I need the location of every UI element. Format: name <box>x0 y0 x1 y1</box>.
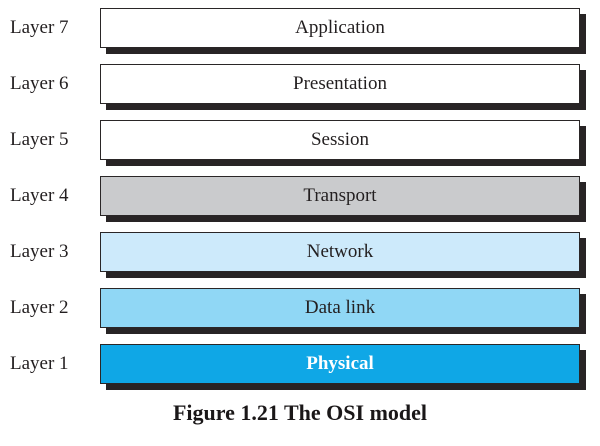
layer-stack: Layer 7 Application Layer 6 Presentation… <box>0 8 600 384</box>
layer-row: Layer 5 Session <box>0 120 600 160</box>
layer-box-presentation: Presentation <box>100 64 580 104</box>
layer-number-label: Layer 4 <box>10 185 69 206</box>
layer-number-label: Layer 6 <box>10 73 69 94</box>
layer-row: Layer 6 Presentation <box>0 64 600 104</box>
layer-box-network: Network <box>100 232 580 272</box>
layer-row: Layer 2 Data link <box>0 288 600 328</box>
layer-box-data-link: Data link <box>100 288 580 328</box>
layer-box-physical: Physical <box>100 344 580 384</box>
layer-box-transport: Transport <box>100 176 580 216</box>
layer-number-label: Layer 2 <box>10 297 69 318</box>
layer-row: Layer 1 Physical <box>0 344 600 384</box>
layer-row: Layer 3 Network <box>0 232 600 272</box>
layer-number-label: Layer 7 <box>10 17 69 38</box>
layer-box-application: Application <box>100 8 580 48</box>
figure-caption: Figure 1.21 The OSI model <box>172 400 428 425</box>
layer-number-label: Layer 1 <box>10 353 69 374</box>
layer-row: Layer 7 Application <box>0 8 600 48</box>
layer-box-session: Session <box>100 120 580 160</box>
layer-row: Layer 4 Transport <box>0 176 600 216</box>
layer-number-label: Layer 3 <box>10 241 69 262</box>
layer-number-label: Layer 5 <box>10 129 69 150</box>
